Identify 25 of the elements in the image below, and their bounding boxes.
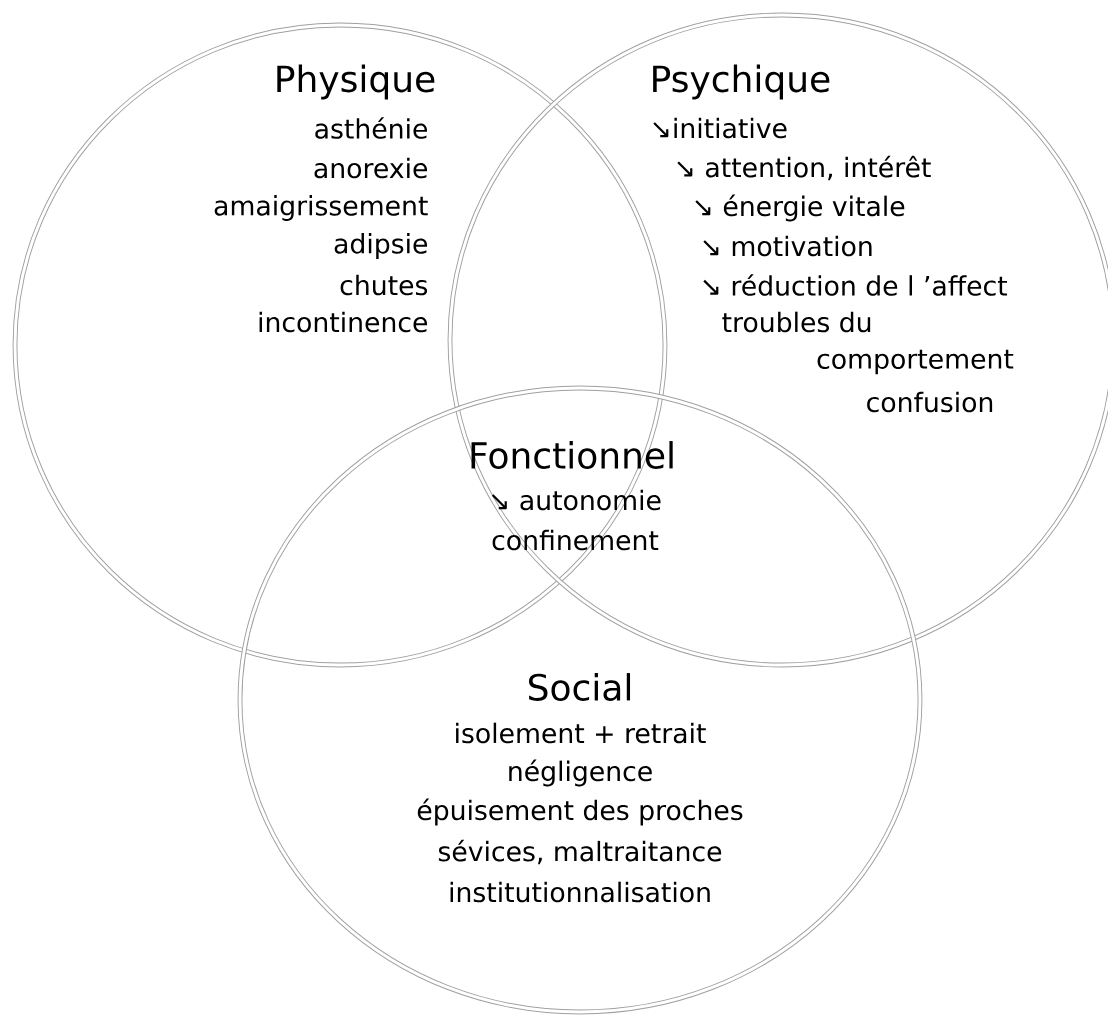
list-item: isolement + retrait bbox=[456, 722, 706, 744]
list-item: asthénie bbox=[315, 117, 427, 139]
category-title: Psychique bbox=[653, 64, 830, 100]
category-title: Fonctionnel bbox=[471, 441, 673, 469]
list-item: ↘initiative bbox=[653, 117, 787, 139]
list-item: sévices, maltraitance bbox=[438, 839, 722, 865]
list-item: ↘ autonomie bbox=[491, 489, 661, 511]
list-item: négligence bbox=[509, 759, 652, 787]
list-item: anorexie bbox=[314, 157, 427, 179]
list-item: troubles du bbox=[722, 311, 871, 333]
list-item: ↘ réduction de l ’affect bbox=[703, 274, 1008, 296]
list-item: ↘ attention, intérêt bbox=[677, 155, 931, 181]
list-item: épuisement des proches bbox=[417, 798, 743, 826]
list-item: amaigrissement bbox=[214, 195, 428, 221]
list-item: incontinence bbox=[259, 311, 428, 333]
list-item: comportement bbox=[817, 349, 1014, 375]
list-item: confinement bbox=[492, 529, 659, 551]
list-item: ↘ énergie vitale bbox=[695, 194, 905, 222]
list-item: ↘ motivation bbox=[703, 235, 872, 257]
category-title: Social bbox=[529, 673, 631, 701]
list-item: adipsie bbox=[334, 233, 427, 259]
list-item: institutionnalisation bbox=[450, 881, 710, 903]
list-item: chutes bbox=[340, 274, 428, 296]
list-item: confusion bbox=[867, 391, 993, 413]
category-title: Physique bbox=[277, 64, 435, 100]
